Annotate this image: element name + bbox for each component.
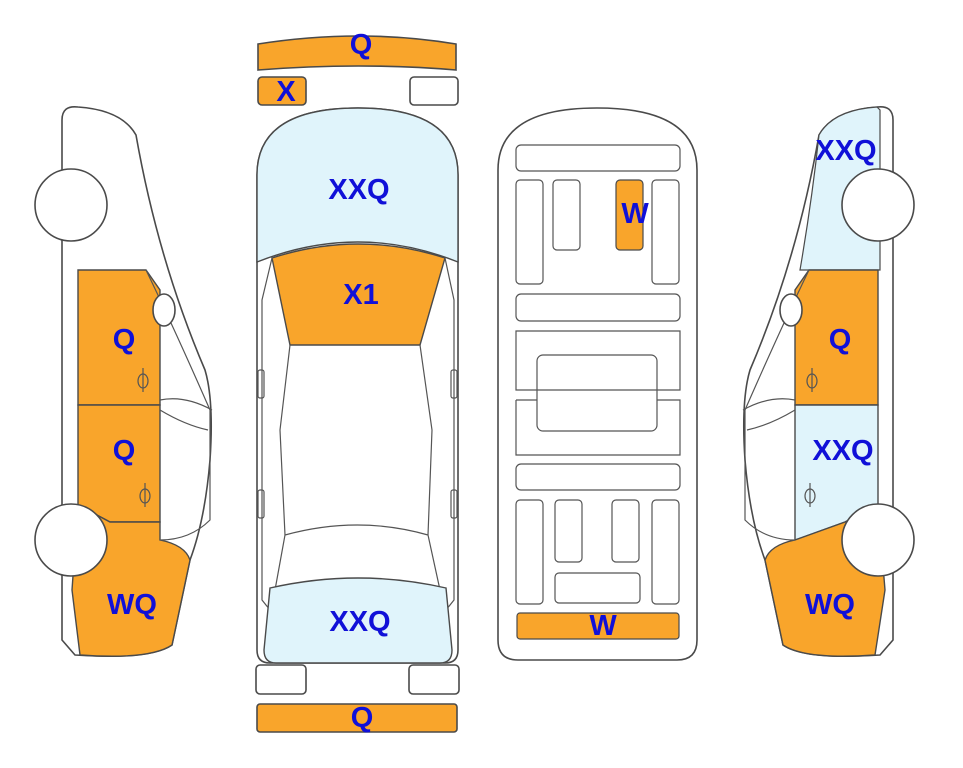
label-under-rear-bar: W <box>589 610 617 642</box>
damage-labels: Q X XXQ X1 XXQ Q W W Q Q WQ XXQ Q XXQ WQ <box>107 29 877 734</box>
underbody-view <box>497 107 698 661</box>
right-front-wheel <box>841 168 915 242</box>
label-right-front-door: Q <box>829 324 852 356</box>
top-rear-right-light[interactable] <box>408 664 460 695</box>
underbody-outline <box>497 107 698 661</box>
label-left-front-door: Q <box>113 324 136 356</box>
label-left-rear-quarter: WQ <box>107 589 157 621</box>
top-roof-front[interactable] <box>271 243 446 346</box>
left-rear-wheel <box>34 503 108 577</box>
label-right-front-glass: XXQ <box>815 135 876 167</box>
under-rear-bar[interactable] <box>516 612 680 640</box>
label-right-rear-door: XXQ <box>812 435 873 467</box>
label-top-windshield: XXQ <box>328 174 389 206</box>
under-center-part[interactable] <box>615 179 644 251</box>
top-rear-left-light[interactable] <box>255 664 307 695</box>
top-left-headlight[interactable] <box>257 76 307 106</box>
label-top-rear-bumper: Q <box>351 702 374 734</box>
right-rear-wheel <box>841 503 915 577</box>
top-rear-bumper[interactable] <box>256 703 458 733</box>
label-top-rear-window: XXQ <box>329 606 390 638</box>
top-view <box>255 35 460 733</box>
left-front-door[interactable] <box>77 269 161 406</box>
label-top-left-headlight: X <box>276 76 296 108</box>
label-right-rear-quarter: WQ <box>805 589 855 621</box>
top-right-headlight[interactable] <box>409 76 459 106</box>
label-left-rear-door: Q <box>113 435 136 467</box>
right-front-door[interactable] <box>794 269 879 406</box>
top-front-bumper[interactable] <box>257 35 457 71</box>
label-top-front-bumper: Q <box>350 29 373 61</box>
label-top-roof-front: X1 <box>343 279 378 311</box>
top-windshield[interactable] <box>256 107 459 264</box>
label-under-center-part: W <box>621 198 649 230</box>
top-rear-window[interactable] <box>263 577 453 664</box>
right-side-view <box>742 105 915 658</box>
left-side-view <box>34 105 213 658</box>
left-front-wheel <box>34 168 108 242</box>
